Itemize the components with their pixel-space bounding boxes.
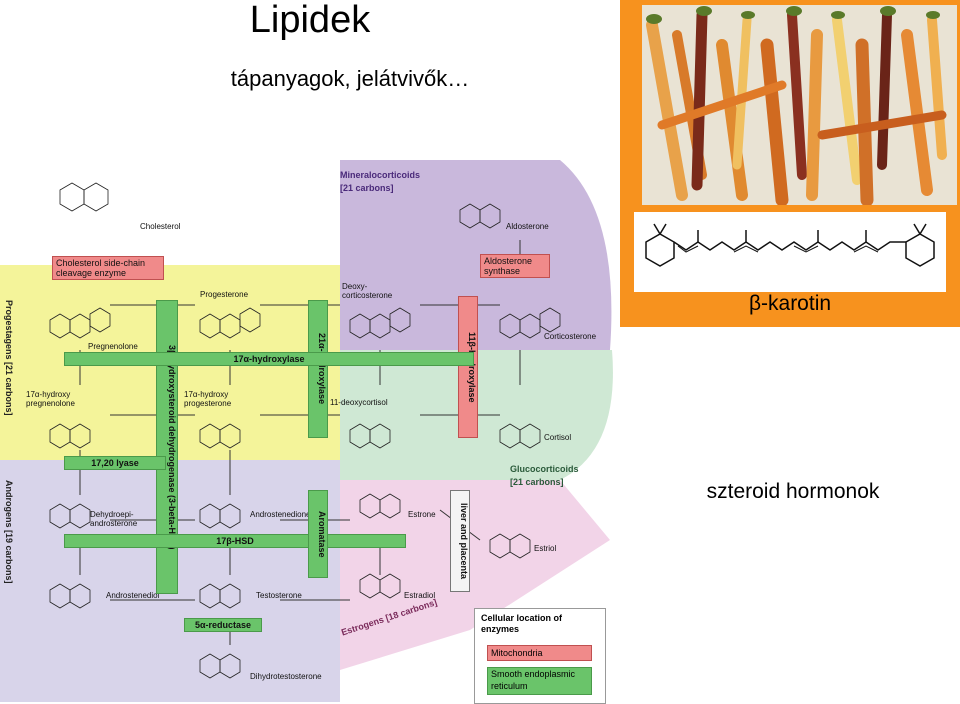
steroid-hormones-label: szteroid hormonok [706,480,880,503]
testosterone-label: Testosterone [256,591,302,600]
beta-carotene-structure [634,212,946,292]
hydroxypregnenolone-label: 17α-hydroxy pregnenolone [26,390,75,408]
hsd17b-enzyme: 17β-HSD [64,534,406,548]
cholesterol-label: Cholesterol [140,222,181,231]
slide-subtitle: tápanyagok, jelátvivők… [230,66,470,91]
legend-ser: Smooth endoplasmic reticulum [487,667,592,695]
estriol-label: Estriol [534,544,557,553]
progesterone-label: Progesterone [200,290,249,299]
hydroxylase-21-enzyme: 21α-hydroxylase [308,300,328,438]
mineralocorticoid-band [340,160,612,350]
androstenedione-label: Androstenedione [250,510,311,519]
deoxycorticosterone-label: Deoxy-corticosterone [342,282,393,300]
deoxycortisol-label: 11-deoxycortisol [330,398,388,407]
cortisol-label: Cortisol [544,433,572,442]
estrogen-band [340,480,610,670]
mineralocorticoids-carbon-label: [21 carbons] [340,183,394,193]
hydroxyprogesterone-label: 17α-hydroxy progesterone [184,390,232,408]
hydroxylase-17-enzyme: 17α-hydroxylase [64,352,474,366]
legend-mitochondria: Mitochondria [487,645,592,661]
progestagens-label: Progestagens [21 carbons] [4,300,14,416]
androgens-label: Androgens [19 carbons] [4,480,14,584]
dhea-label: Dehydroepi-androsterone [90,510,138,528]
estrone-label: Estrone [408,510,436,519]
mineralocorticoids-label: Mineralocorticoids [340,170,421,180]
lyase-17-20-enzyme: 17,20 lyase [64,456,166,470]
corticosterone-label: Corticosterone [544,332,597,341]
androstenediol-label: Androstenediol [106,591,160,600]
glucocorticoids-label: Glucocorticoids [510,464,579,474]
steroidogenesis-diagram: Mineralocorticoids [21 carbons] Progesta… [0,150,620,704]
reductase-5a-enzyme: 5α-reductase [184,618,262,632]
hsd3b-enzyme: 3β-hydroxysteroid dehydrogenase (3-beta-… [156,300,178,594]
beta-carotene-label: β-karotin [748,292,832,315]
side-chain-cleavage-enzyme: Cholesterol side-chain cleavage enzyme [52,256,164,280]
carrots-illustration [642,5,957,205]
liver-placenta-label: liver and placenta [450,490,470,592]
beta-carotene-skeletal-formula [645,223,935,267]
slide-title: Lipidek [249,0,371,41]
glucocorticoids-carbon-label: [21 carbons] [510,477,564,487]
legend-title: Cellular location of enzymes [481,613,563,634]
dihydrotestosterone-label: Dihydrotestosterone [250,672,322,681]
aldosterone-label: Aldosterone [506,222,549,231]
aromatase-enzyme: Aromatase [308,490,328,578]
pregnenolone-label: Pregnenolone [88,342,138,351]
hydroxylase-11-enzyme: 11β-hydroxylase [458,296,478,438]
carrot-photo [642,5,957,205]
enzyme-location-legend: Cellular location of enzymes Mitochondri… [474,608,606,704]
estradiol-label: Estradiol [404,591,436,600]
aldosterone-synthase-enzyme: Aldosterone synthase [480,254,550,278]
